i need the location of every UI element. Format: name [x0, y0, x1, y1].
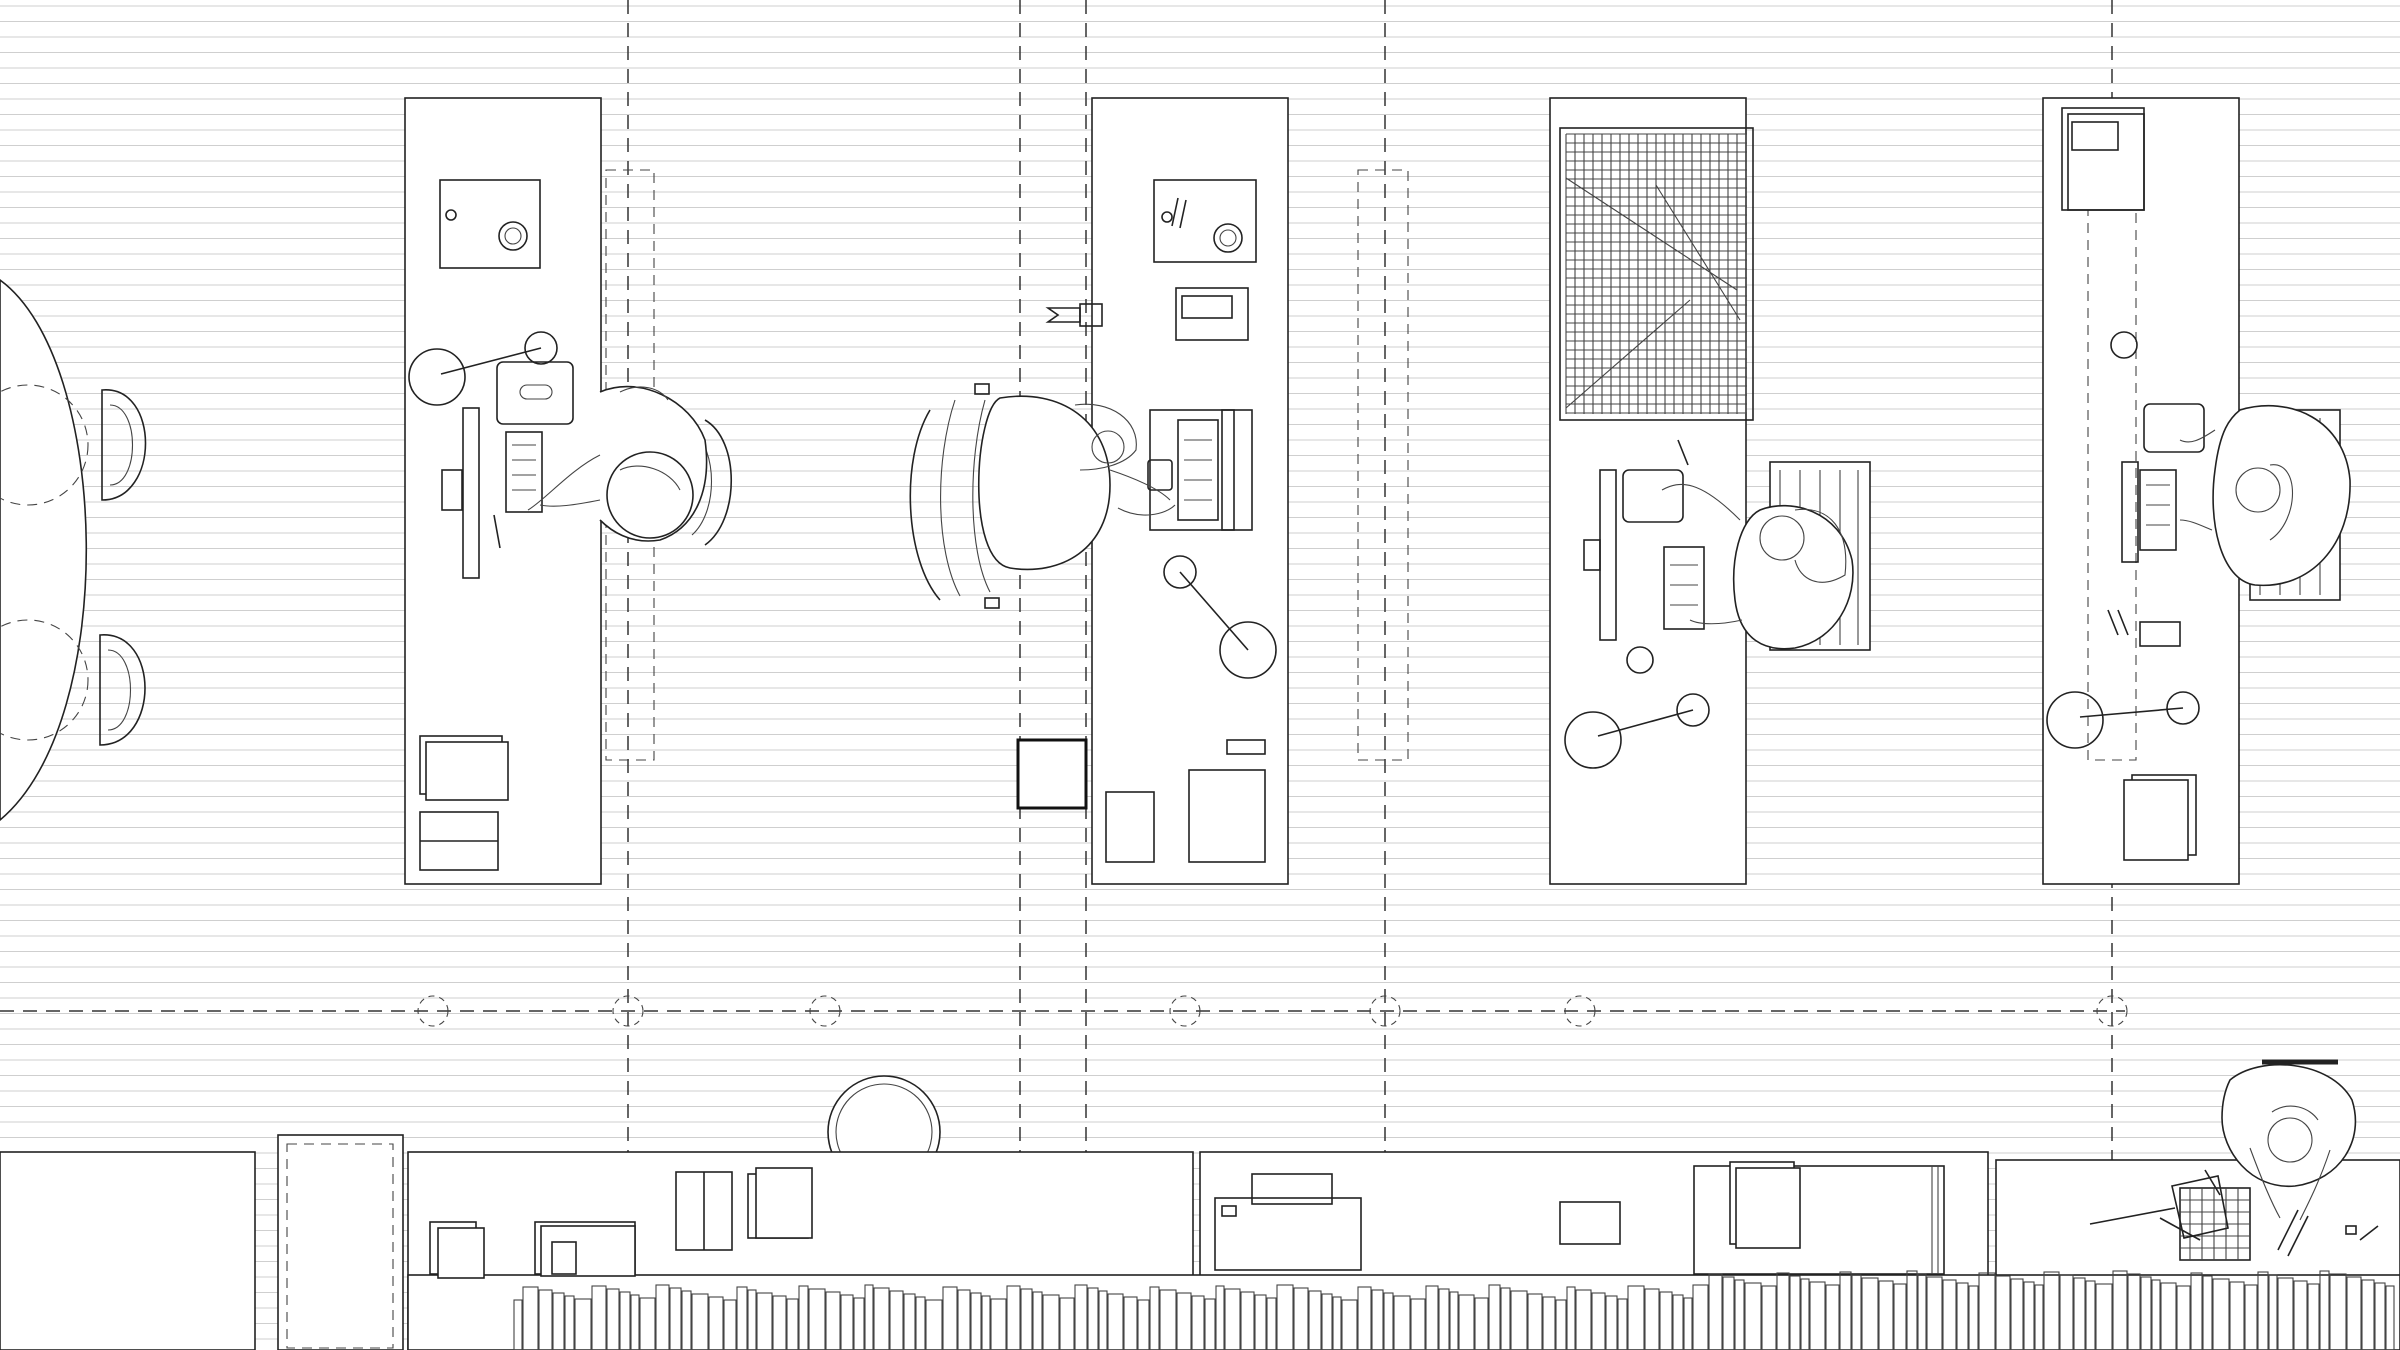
person-1-chair [527, 385, 732, 546]
floor-items [827, 738, 1088, 1197]
round-meeting-table [0, 279, 147, 822]
cutting-mat [1565, 133, 1747, 414]
desk-2 [1045, 97, 1409, 885]
person-5-drafting [2089, 1059, 2379, 1261]
bottom-shelving [0, 1134, 2400, 1350]
person-3-chair [1661, 461, 1871, 651]
bookshelf-books [513, 1270, 2395, 1350]
keyboard [512, 444, 536, 491]
desk-4 [2042, 97, 2240, 885]
person-2-chair [909, 383, 1176, 609]
desk-3 [1549, 97, 1754, 885]
person-4-chair [2179, 405, 2351, 601]
desk-1 [404, 97, 655, 885]
